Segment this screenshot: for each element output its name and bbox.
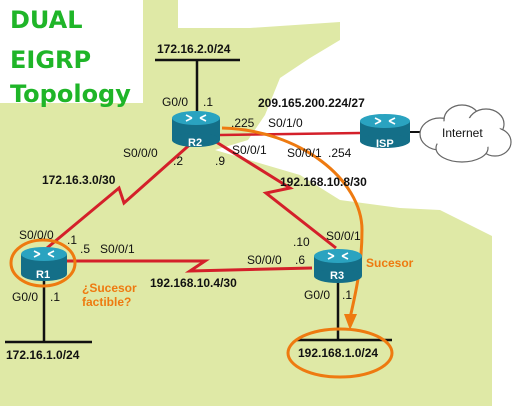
- title-line-3: Topology: [10, 80, 131, 108]
- isp-s001-label: S0/0/1: [287, 146, 322, 160]
- r2-s001-label: S0/0/1: [232, 143, 267, 157]
- successor-annotation: Sucesor: [366, 256, 414, 270]
- r1-s000-host: .1: [67, 233, 78, 247]
- r1-feasible-highlight: [9, 238, 77, 288]
- router-r1-icon: [21, 247, 67, 281]
- router-r2-label: R2: [188, 137, 203, 149]
- network-r2-lan: 172.16.2.0/24: [157, 42, 231, 56]
- feasible-successor-line1: ¿Sucesor: [82, 281, 137, 295]
- r1-s001-host: .5: [80, 242, 91, 256]
- r3-s000-host: .6: [295, 253, 306, 267]
- router-r3-label: R3: [330, 270, 345, 282]
- network-r2-r3: 192.168.10.8/30: [280, 175, 367, 189]
- router-r1-label: R1: [36, 269, 51, 281]
- internet-cloud-icon: [419, 104, 512, 163]
- r1-g00-host: .1: [50, 290, 61, 304]
- r1-r2-serial-link: [46, 138, 196, 250]
- network-r1-lan: 172.16.1.0/24: [6, 348, 80, 362]
- r2-s000-host: .2: [173, 154, 184, 168]
- internet-label: Internet: [442, 126, 483, 140]
- background-region: [0, 0, 492, 406]
- title-line-1: DUAL: [10, 6, 83, 34]
- r2-g00-label: G0/0: [162, 95, 189, 109]
- r2-s000-label: S0/0/0: [123, 146, 158, 160]
- r2-g00-host: .1: [203, 95, 214, 109]
- r2-s010-label: S0/1/0: [268, 116, 303, 130]
- r1-r3-serial-link: [64, 259, 313, 273]
- network-r1-r3: 192.168.10.4/30: [150, 276, 237, 290]
- network-isp-link: 209.165.200.224/27: [258, 96, 365, 110]
- network-r3-lan: 192.168.1.0/24: [298, 346, 379, 360]
- router-r2-icon: [172, 111, 220, 147]
- r2-isp-link: [219, 131, 361, 137]
- title-line-2: EIGRP: [10, 46, 92, 74]
- successor-arrowhead: [344, 314, 357, 330]
- r2-s010-host: .225: [231, 116, 255, 130]
- r3-lan-highlight: [286, 327, 394, 379]
- r2-s001-host: .9: [215, 154, 226, 168]
- r2-r3-serial-link: [212, 138, 337, 250]
- router-r3-icon: [314, 249, 362, 283]
- isp-s001-host: .254: [328, 146, 352, 160]
- feasible-successor-line2: factible?: [82, 295, 132, 309]
- r1-g00-label: G0/0: [12, 290, 39, 304]
- r3-s001-label: S0/0/1: [326, 229, 361, 243]
- successor-path-arrow: [221, 126, 364, 319]
- r3-g00-host: .1: [342, 288, 353, 302]
- network-r1-r2: 172.16.3.0/30: [42, 173, 116, 187]
- router-isp-icon: [360, 114, 410, 148]
- r3-s000-label: S0/0/0: [247, 253, 282, 267]
- r1-s000-label: S0/0/0: [19, 228, 54, 242]
- router-isp-label: ISP: [376, 138, 394, 150]
- r3-s001-host: .10: [293, 235, 310, 249]
- r1-s001-label: S0/0/1: [100, 242, 135, 256]
- r3-g00-label: G0/0: [304, 288, 331, 302]
